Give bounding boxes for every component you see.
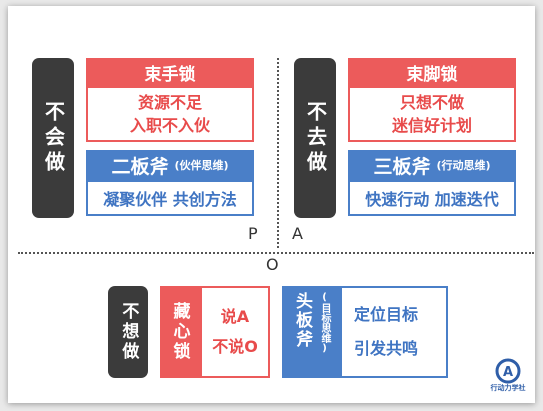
axis-letter-p: P bbox=[248, 224, 258, 243]
red-body-bottom: 说A 不说O bbox=[200, 286, 270, 378]
blue-tile-text: 头板斧 bbox=[292, 292, 312, 349]
vertical-divider bbox=[277, 58, 279, 248]
horizontal-divider bbox=[18, 252, 534, 254]
red-line-1: 说A bbox=[220, 306, 250, 326]
blue-title-text: 三板斧 bbox=[373, 155, 431, 178]
red-title-top-left: 束手锁 bbox=[86, 58, 254, 86]
blue-body-top-left: 凝聚伙伴 共创方法 bbox=[86, 180, 254, 216]
blue-body-top-right: 快速行动 加速迭代 bbox=[348, 180, 516, 216]
red-line-2: 迷信好计划 bbox=[391, 116, 472, 135]
red-body-top-left: 资源不足 入职不入伙 bbox=[86, 86, 254, 142]
blue-line-2: 引发共鸣 bbox=[354, 339, 419, 358]
logo-text: 行动力学社 bbox=[490, 384, 526, 392]
red-line-2: 入职不入伙 bbox=[129, 116, 210, 135]
red-line-1: 资源不足 bbox=[137, 92, 202, 112]
red-title-top-right: 束脚锁 bbox=[348, 58, 516, 86]
red-line-2: 不说O bbox=[212, 337, 258, 356]
logo-letter: A bbox=[503, 365, 513, 380]
blue-title-note: (伙伴思维) bbox=[174, 159, 229, 172]
blue-body-bottom: 定位目标 引发共鸣 bbox=[340, 286, 448, 378]
red-tile-bottom: 藏心锁 bbox=[160, 286, 200, 378]
blue-title-note: (行动思维) bbox=[436, 159, 491, 172]
axis-letter-o: O bbox=[266, 255, 279, 274]
blue-title-text: 二板斧 bbox=[111, 155, 169, 178]
axis-letter-a: A bbox=[292, 224, 303, 243]
blue-tile-bottom: 头板斧 (目标思维) bbox=[282, 286, 340, 378]
side-label-top-right: 不去做 bbox=[294, 58, 336, 218]
blue-tile-note: (目标思维) bbox=[319, 292, 330, 354]
blue-line-1: 定位目标 bbox=[354, 305, 419, 325]
brand-logo-icon: A bbox=[495, 358, 521, 384]
blue-title-top-right: 三板斧 (行动思维) bbox=[348, 150, 516, 180]
blue-title-top-left: 二板斧 (伙伴思维) bbox=[86, 150, 254, 180]
red-line-1: 只想不做 bbox=[399, 92, 464, 112]
side-label-bottom: 不想做 bbox=[108, 286, 148, 378]
diagram-card: 不会做 束手锁 资源不足 入职不入伙 二板斧 (伙伴思维) 凝聚伙伴 共创方法 … bbox=[8, 6, 535, 403]
red-body-top-right: 只想不做 迷信好计划 bbox=[348, 86, 516, 142]
side-label-top-left: 不会做 bbox=[32, 58, 74, 218]
